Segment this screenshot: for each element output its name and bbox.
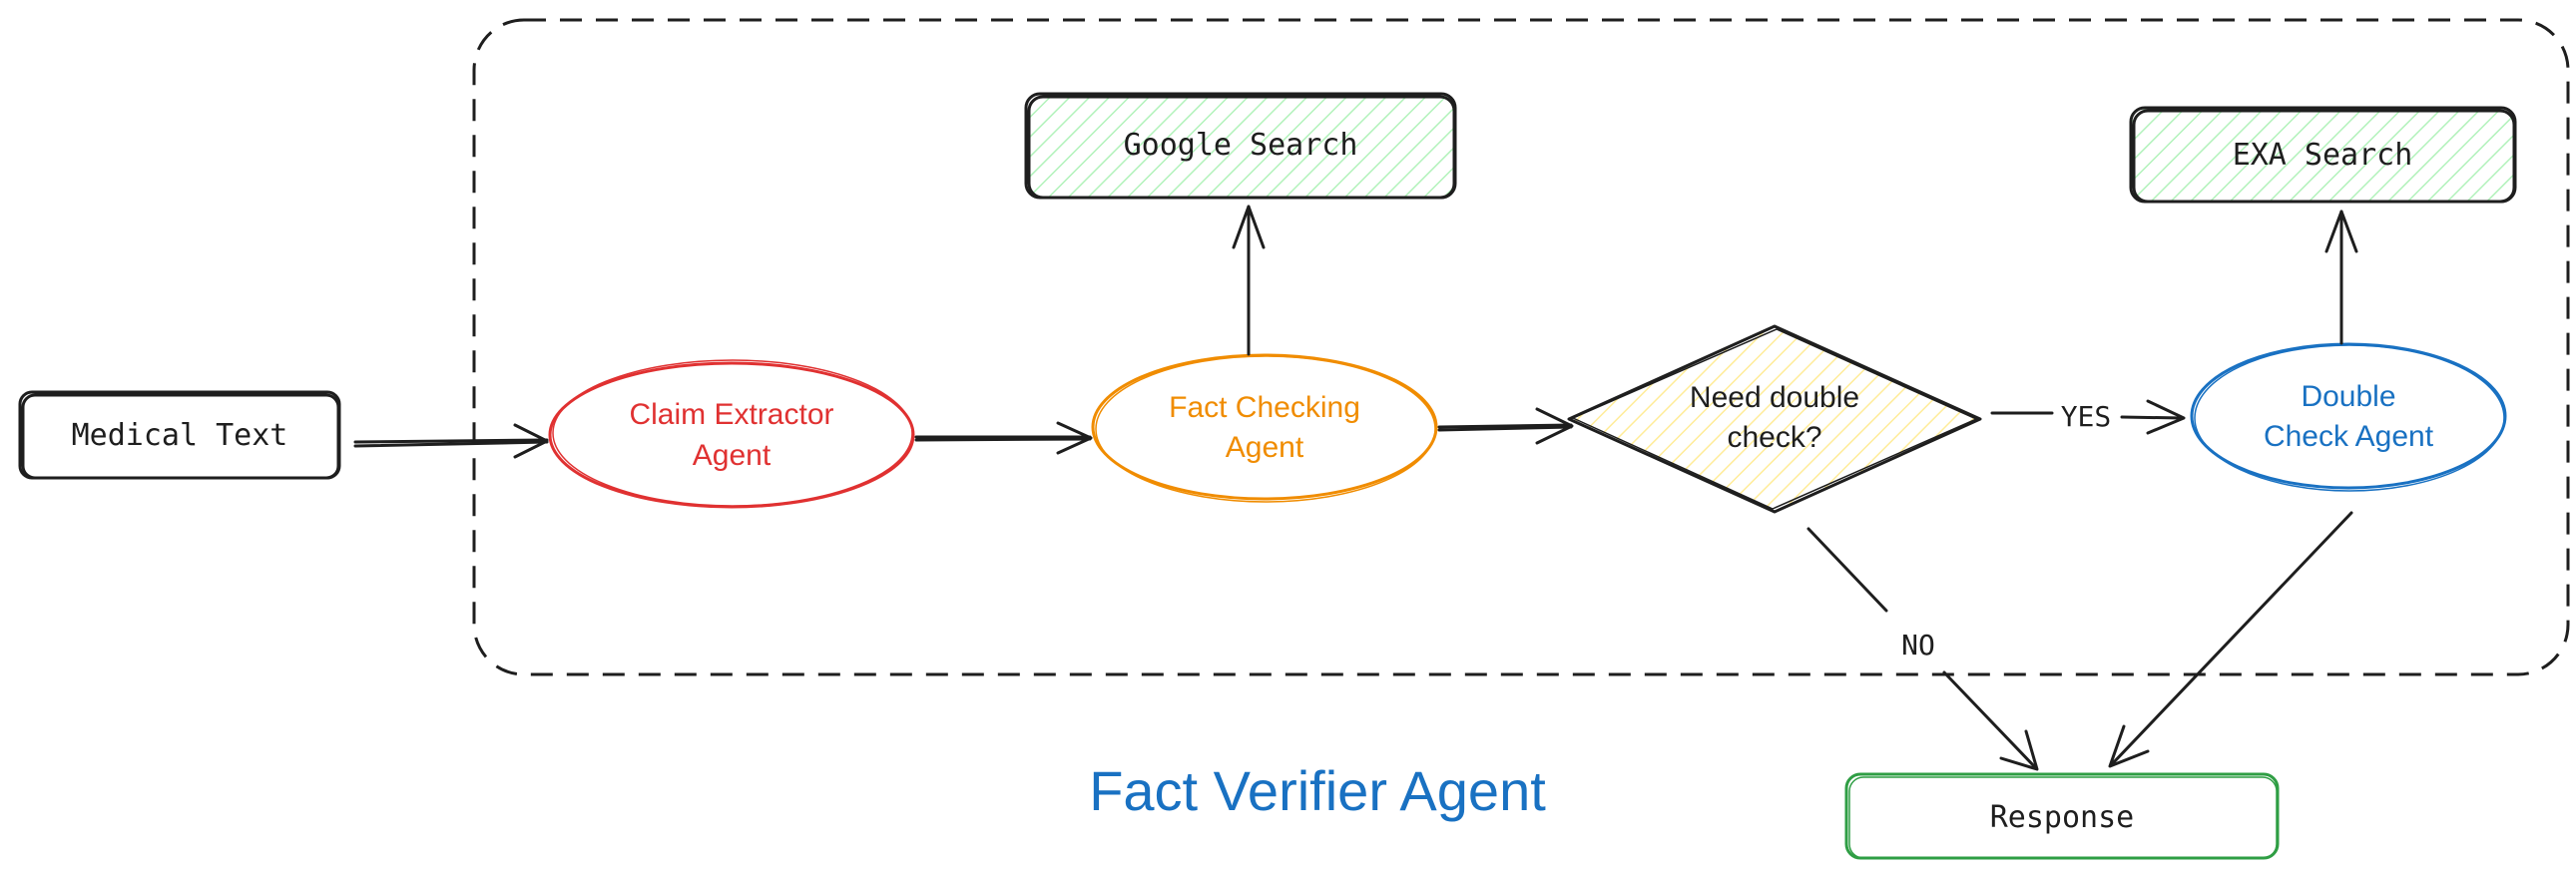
fact-checking-label-1: Fact Checking xyxy=(1169,391,1360,424)
claim-extractor-label-2: Agent xyxy=(693,439,772,472)
agent-boundary xyxy=(472,18,2570,676)
arrow-double-check-to-response xyxy=(2108,511,2353,768)
need-double-check-label-2: check? xyxy=(1727,421,1821,454)
need-double-check-label-1: Need double xyxy=(1690,381,1859,414)
arrow-claim-to-fact xyxy=(914,421,1093,455)
exa-search-node[interactable]: EXA Search xyxy=(2129,106,2517,204)
yes-label: YES xyxy=(2061,400,2112,433)
response-node[interactable]: Response xyxy=(1844,772,2280,860)
need-double-check-node[interactable]: Need double check? xyxy=(1567,324,1982,514)
google-search-label: Google Search xyxy=(1124,128,1358,163)
double-check-label-2: Check Agent xyxy=(2264,420,2434,453)
google-search-node[interactable]: Google Search xyxy=(1024,92,1457,200)
medical-text-node[interactable]: Medical Text xyxy=(18,390,341,480)
claim-extractor-node[interactable]: Claim Extractor Agent xyxy=(548,359,915,509)
fact-checking-node[interactable]: Fact Checking Agent xyxy=(1091,353,1438,503)
arrow-fact-to-google xyxy=(1232,205,1266,356)
exa-search-label: EXA Search xyxy=(2233,138,2413,173)
arrow-double-check-to-exa xyxy=(2324,210,2358,345)
arrow-decision-to-response: NO xyxy=(1806,527,2039,771)
double-check-node[interactable]: Double Check Agent xyxy=(2190,342,2507,492)
medical-text-label: Medical Text xyxy=(72,418,288,453)
double-check-label-1: Double xyxy=(2301,380,2395,413)
response-label: Response xyxy=(1990,800,2135,835)
arrow-decision-to-double-check: YES xyxy=(1990,399,2186,435)
arrow-fact-to-decision xyxy=(1437,407,1574,445)
diagram-title: Fact Verifier Agent xyxy=(1089,759,1546,822)
arrow-medical-to-claim xyxy=(353,423,549,459)
fact-checking-label-2: Agent xyxy=(1226,431,1304,464)
no-label: NO xyxy=(1901,629,1935,661)
claim-extractor-label-1: Claim Extractor xyxy=(629,398,833,431)
